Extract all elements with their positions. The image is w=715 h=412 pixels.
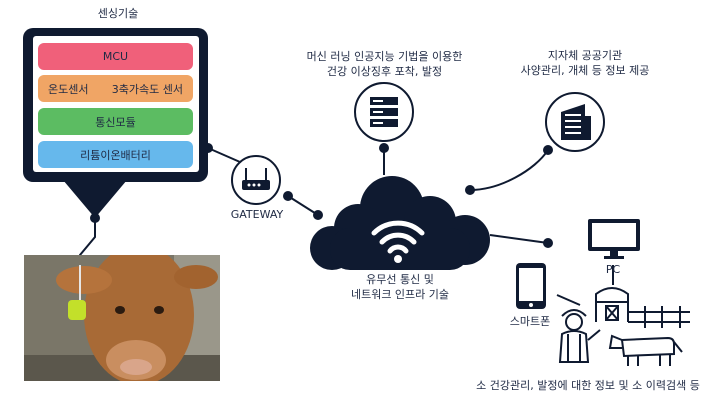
panel-pointer: [63, 180, 127, 218]
mcu-bar: MCU: [38, 43, 193, 70]
line-phone-farmer: [556, 294, 581, 306]
dot: [543, 238, 553, 248]
battery-label: 리튬이온배터리: [80, 148, 151, 162]
barn-icon: [595, 287, 629, 322]
line-panel-gateway: [207, 147, 241, 163]
mcu-label: MCU: [102, 50, 129, 63]
building-icon: [545, 92, 605, 152]
farmer-icon: [565, 313, 583, 331]
farm-illustration: [558, 287, 690, 366]
pc-label: PC: [605, 263, 621, 276]
cow-icon: [620, 336, 675, 358]
smartphone-icon: [516, 263, 546, 309]
accel-sensor-label: 3축가속도 센서: [111, 82, 183, 96]
dot: [283, 191, 293, 201]
ml-text-line-2: 건강 이상징후 포착, 발정: [326, 65, 443, 78]
line-cloud-building: [469, 149, 549, 191]
temp-sensor-label: 온도센서: [48, 82, 89, 96]
cloud-icon: [310, 176, 490, 270]
dot: [543, 145, 553, 155]
cloud-text-line-1: 유무선 통신 및: [366, 273, 434, 286]
pc-icon: [588, 219, 640, 259]
gateway-label: GATEWAY: [230, 208, 284, 221]
gov-text-line-1: 지자체 공공기관: [547, 49, 623, 62]
line-gateway-cloud: [287, 195, 319, 216]
ml-text-line-1: 머신 러닝 인공지능 기법을 이용한: [306, 50, 463, 63]
cow-image: [24, 255, 220, 381]
router-icon: [231, 155, 281, 205]
sensing-title: 센싱기술: [97, 7, 139, 20]
cow-photo: [24, 255, 220, 381]
wifi-icon: [394, 255, 402, 263]
sensor-bar: 온도센서 3축가속도 센서: [38, 75, 193, 102]
dot: [465, 185, 475, 195]
server-icon: [354, 82, 414, 142]
comm-bar: 통신모듈: [38, 108, 193, 135]
line-cloud-devices: [489, 234, 549, 244]
battery-bar: 리튬이온배터리: [38, 141, 193, 168]
gov-text-line-2: 사양관리, 개체 등 정보 제공: [520, 64, 650, 77]
comm-label: 통신모듈: [95, 115, 136, 129]
dot: [379, 143, 389, 153]
cloud-text-line-2: 네트워크 인프라 기술: [350, 288, 450, 301]
dot: [313, 210, 323, 220]
smartphone-label: 스마트폰: [509, 315, 551, 328]
bottom-text: 소 건강관리, 발정에 대한 정보 및 소 이력검색 등: [476, 379, 700, 392]
